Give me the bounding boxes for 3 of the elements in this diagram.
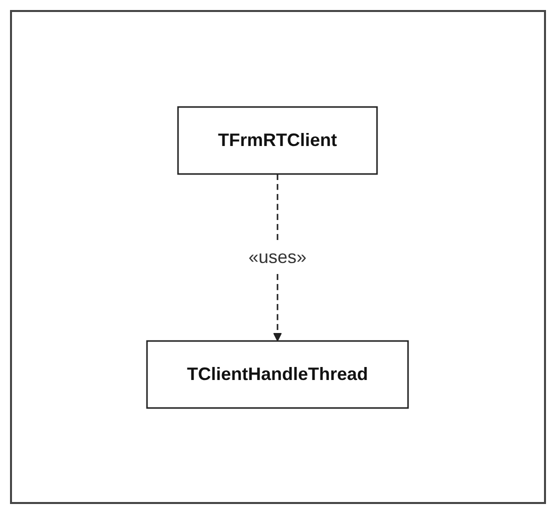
node-box: TClientHandleThread xyxy=(146,340,410,408)
edge-label: «uses» xyxy=(248,246,308,266)
node-box: TFrmRTClient xyxy=(178,106,378,174)
